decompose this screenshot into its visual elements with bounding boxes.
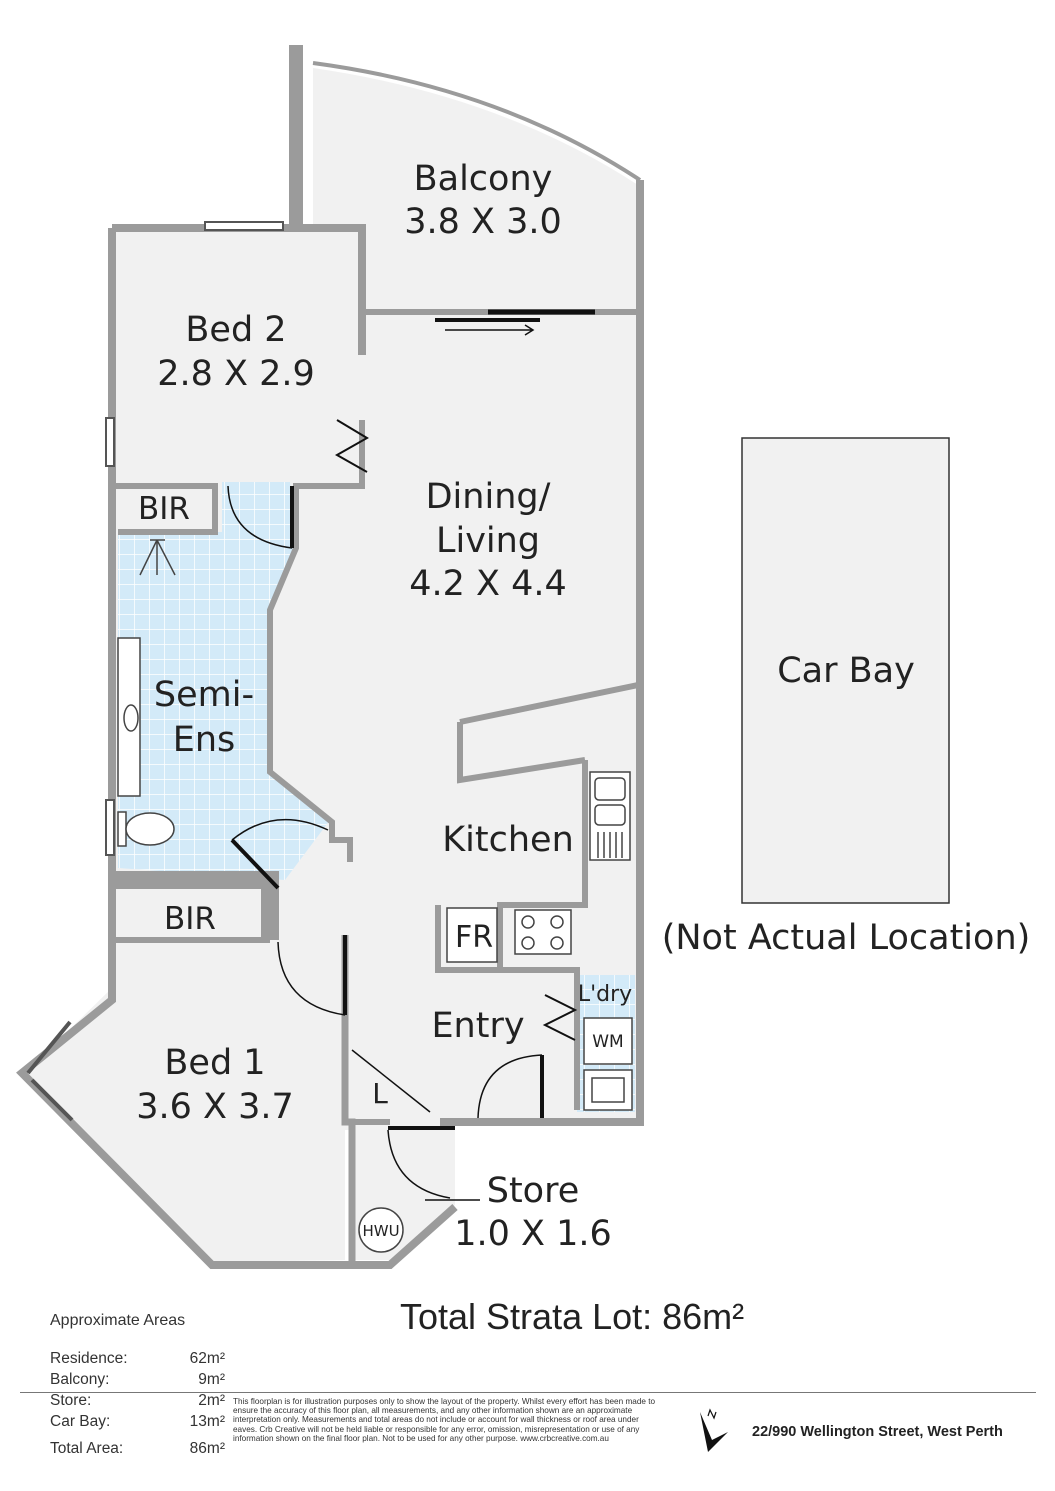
fridge-label: FR [455,920,493,955]
bed1-floor [25,940,345,1262]
areas-title: Approximate Areas [50,1312,186,1329]
area-value: 2m² [198,1392,225,1409]
area-row: Store: 2m² [50,1390,225,1411]
bed2-label: Bed 2 [185,310,286,350]
balcony-size: 3.8 X 3.0 [404,202,562,242]
balcony-label: Balcony [414,159,553,199]
disclaimer-text: This floorplan is for illustration purpo… [233,1397,656,1443]
laundry-label: L'dry [578,982,632,1007]
footer-divider [20,1392,1036,1393]
area-label: Store: [50,1392,92,1409]
fixtures [117,539,633,1253]
shower-icon [139,539,176,576]
balcony-floor [313,68,638,312]
bed1-size: 3.6 X 3.7 [136,1087,294,1127]
approximate-areas: Approximate Areas Residence: 62m² Balcony… [50,1312,225,1459]
bir-top-label: BIR [138,491,190,527]
car-bay-box [741,437,950,904]
store-label: Store [487,1171,580,1211]
floor-plan: Balcony 3.8 X 3.0 Bed 2 2.8 X 2.9 BIR Di… [16,45,1031,1269]
car-bay-note: (Not Actual Location) [662,918,1031,958]
car-bay-label: Car Bay [777,651,915,691]
sink-bowl-icon [594,804,626,826]
fridge-box [446,907,498,963]
bed1-label: Bed 1 [164,1043,265,1083]
area-value: 62m² [189,1350,225,1367]
windows [26,221,284,1122]
washing-machine-box [583,1017,633,1065]
doors [227,309,595,1201]
hwu-icon [358,1207,404,1253]
area-label: Residence: [50,1350,128,1367]
hwu-label: HWU [362,1222,399,1240]
basin-icon [123,704,139,732]
sink-bowl-icon [594,777,626,801]
area-total-row: Total Area: 86m² [50,1438,225,1459]
area-label: Balcony: [50,1371,110,1388]
toilet-cistern [117,811,127,847]
dining-label-1: Dining/ [426,477,551,517]
bed2-size: 2.8 X 2.9 [157,354,315,394]
area-row: Car Bay: 13m² [50,1411,225,1432]
store-size: 1.0 X 1.6 [454,1214,612,1254]
kitchen-label: Kitchen [442,820,574,860]
total-strata-lot: Total Strata Lot: 86m² [400,1296,745,1337]
area-value: 13m² [189,1413,225,1430]
linen-label: L [372,1077,388,1110]
dining-label-2: Living [436,521,540,561]
area-row: Residence: 62m² [50,1348,225,1369]
area-row: Balcony: 9m² [50,1369,225,1390]
dining-size: 4.2 X 4.4 [409,564,567,604]
bir-bottom-label: BIR [164,901,216,937]
north-arrow-icon [700,1408,728,1452]
semi-ens-label-1: Semi- [154,675,254,715]
area-total-value: 86m² [189,1440,225,1457]
entry-label: Entry [431,1006,524,1046]
toilet-icon [125,812,175,846]
wm-label: WM [592,1032,623,1052]
area-total-label: Total Area: [50,1440,124,1457]
semi-ens-label-2: Ens [173,720,236,760]
property-address: 22/990 Wellington Street, West Perth [752,1424,1003,1440]
area-value: 9m² [198,1371,225,1388]
area-label: Car Bay: [50,1413,111,1430]
